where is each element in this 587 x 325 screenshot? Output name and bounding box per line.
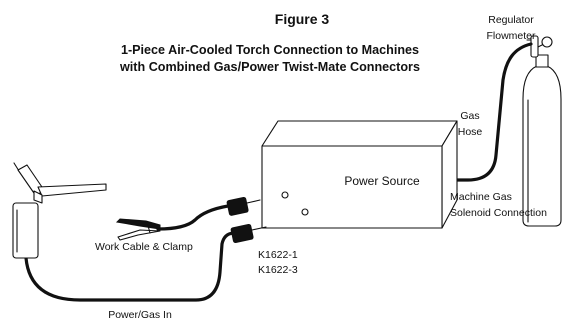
label-power-gas-in: Power/Gas In [108, 309, 172, 321]
label-work-cable-clamp: Work Cable & Clamp [95, 241, 193, 253]
label-part-k1622-3: K1622-3 [258, 264, 298, 276]
work-clamp [115, 218, 161, 241]
figure-title: Figure 3 [275, 11, 330, 27]
twist-mate-connector-work [226, 196, 261, 216]
label-solenoid-connection: Solenoid Connection [450, 207, 547, 219]
figure-subtitle-line-2: with Combined Gas/Power Twist-Mate Conne… [119, 60, 420, 74]
tig-torch [12, 162, 107, 259]
figure-subtitle-line-1: 1-Piece Air-Cooled Torch Connection to M… [121, 43, 419, 57]
label-hose: Hose [458, 126, 483, 138]
work-cable [156, 204, 230, 231]
power-source-box [261, 120, 458, 229]
label-flowmeter: Flowmeter [486, 30, 536, 42]
twist-mate-connector-torch [230, 223, 267, 244]
label-power-source: Power Source [344, 174, 420, 188]
label-machine-gas: Machine Gas [450, 191, 512, 203]
label-gas: Gas [460, 110, 479, 122]
gas-cylinder [522, 54, 562, 227]
regulator-flowmeter [526, 35, 553, 58]
label-regulator: Regulator [488, 14, 534, 26]
label-part-k1622-1: K1622-1 [258, 249, 298, 261]
gas-hose [426, 42, 533, 182]
power-gas-in-cable [24, 231, 235, 302]
